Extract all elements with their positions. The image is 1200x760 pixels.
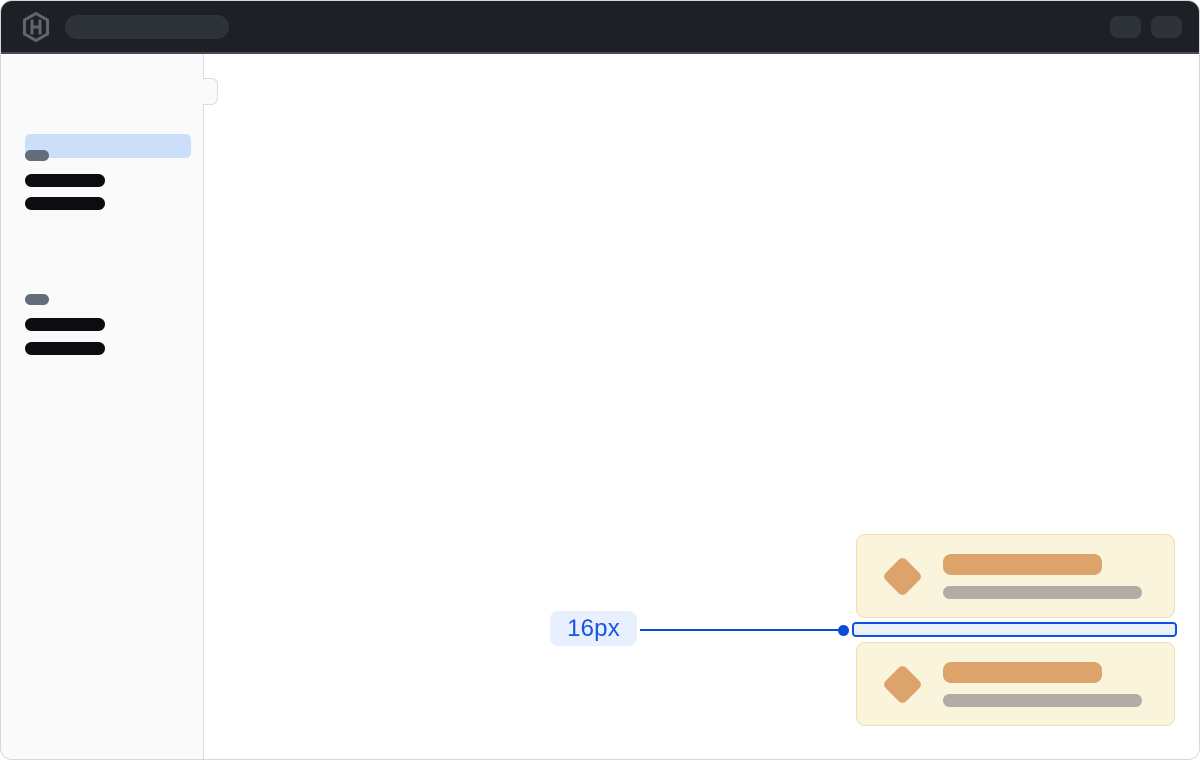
sidebar-nav-item-skeleton[interactable] bbox=[25, 318, 105, 331]
spacing-annotation-label: 16px bbox=[550, 611, 637, 646]
toast-title-skeleton bbox=[943, 553, 1102, 575]
toast-subtitle-skeleton bbox=[943, 585, 1142, 599]
sidebar-nav-item-skeleton[interactable] bbox=[25, 342, 105, 355]
sidebar-nav-item-skeleton[interactable] bbox=[25, 174, 105, 187]
topbar-action-button-2[interactable] bbox=[1151, 15, 1182, 38]
sidebar-nav-item-skeleton[interactable] bbox=[25, 197, 105, 210]
hashicorp-logo-icon[interactable] bbox=[20, 10, 52, 44]
spacing-highlight-box bbox=[852, 622, 1177, 637]
annotation-connector-line bbox=[640, 629, 840, 631]
sidebar bbox=[1, 54, 204, 759]
search-input[interactable] bbox=[65, 14, 229, 39]
toast-subtitle-skeleton bbox=[943, 693, 1142, 707]
toast-card-text bbox=[943, 661, 1142, 707]
hashicorp-logo-icon bbox=[23, 11, 49, 42]
diamond-icon bbox=[881, 555, 924, 597]
sidebar-selected-item-skeleton[interactable] bbox=[25, 134, 191, 158]
topbar-action-button-1[interactable] bbox=[1110, 15, 1141, 38]
toast-title-skeleton bbox=[943, 661, 1102, 683]
main-content bbox=[205, 54, 1199, 759]
toast-card bbox=[856, 534, 1175, 618]
top-navigation-bar bbox=[1, 1, 1199, 54]
annotation-connector-dot bbox=[838, 625, 849, 636]
toast-card bbox=[856, 642, 1175, 726]
toast-card-text bbox=[943, 553, 1142, 599]
sidebar-section-label-skeleton bbox=[25, 150, 49, 161]
diamond-icon bbox=[881, 663, 924, 705]
sidebar-toggle-handle[interactable] bbox=[203, 78, 218, 105]
sidebar-section-label-skeleton bbox=[25, 294, 49, 305]
